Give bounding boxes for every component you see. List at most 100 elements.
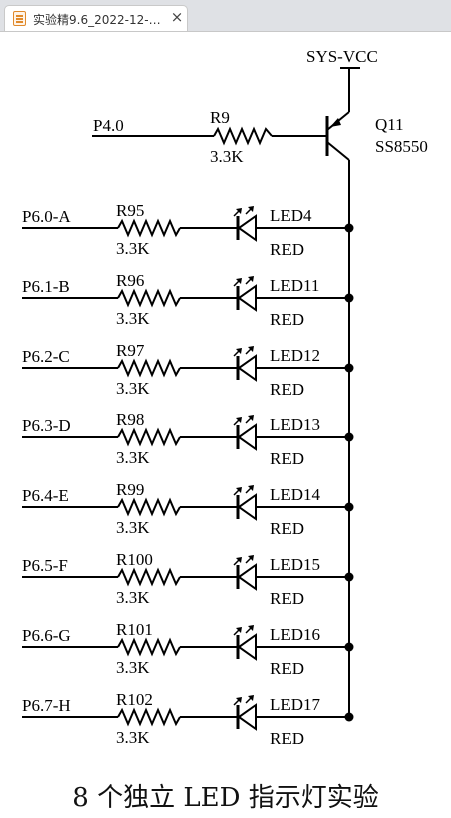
led-light-arrowhead	[236, 417, 242, 423]
input-pin-label: P4.0	[93, 116, 124, 135]
channel-resistor-ref: R100	[116, 550, 153, 569]
channel-pin-label: P6.6-G	[22, 626, 71, 645]
channel-led-color: RED	[270, 380, 304, 399]
channel-resistor-value: 3.3K	[116, 658, 150, 677]
bus-junction-dot	[344, 572, 354, 582]
led-light-arrowhead	[236, 697, 242, 703]
tab-title: 实验精9.6_2022-12-0...	[33, 13, 163, 27]
channel-resistor	[117, 358, 181, 378]
bus-junction-dot	[344, 502, 354, 512]
channel-resistor-ref: R96	[116, 271, 144, 290]
channel-led-ref: LED4	[270, 206, 312, 225]
channel-resistor-ref: R98	[116, 410, 144, 429]
bus-junction-dot	[344, 363, 354, 373]
r9-value: 3.3K	[210, 147, 244, 166]
led-light-arrowhead	[248, 485, 254, 491]
channel-resistor	[117, 218, 181, 238]
led-light-arrowhead	[248, 206, 254, 212]
led-diode-symbol	[237, 563, 257, 591]
led-light-arrowhead	[248, 346, 254, 352]
q11-collector	[326, 141, 350, 161]
led-light-arrowhead	[236, 627, 242, 633]
r9-ref: R9	[210, 108, 230, 127]
channel-led-color: RED	[270, 589, 304, 608]
channel-pin-label: P6.4-E	[22, 486, 69, 505]
channel-led-color: RED	[270, 310, 304, 329]
channel-led-ref: LED15	[270, 555, 320, 574]
channel-resistor	[117, 567, 181, 587]
led-light-arrowhead	[248, 695, 254, 701]
channel-resistor-value: 3.3K	[116, 239, 150, 258]
channel-led-color: RED	[270, 519, 304, 538]
led-diode-symbol	[237, 354, 257, 382]
led-diode-symbol	[237, 633, 257, 661]
bus-junction-dot	[344, 223, 354, 233]
bus-junction-dot	[344, 712, 354, 722]
led-diode-symbol	[237, 214, 257, 242]
tab-bar: 实验精9.6_2022-12-0... ×	[0, 0, 451, 32]
channel-resistor-ref: R102	[116, 690, 153, 709]
led-light-arrowhead	[236, 348, 242, 354]
close-icon[interactable]: ×	[170, 8, 184, 26]
led-light-arrowhead	[248, 625, 254, 631]
bus-junction-dot	[344, 293, 354, 303]
document-tab[interactable]: 实验精9.6_2022-12-0... ×	[4, 5, 188, 31]
channel-resistor-ref: R97	[116, 341, 145, 360]
channel-resistor-ref: R101	[116, 620, 153, 639]
q11-ref: Q11	[375, 115, 404, 134]
channel-pin-label: P6.5-F	[22, 556, 68, 575]
channel-led-color: RED	[270, 659, 304, 678]
channel-led-color: RED	[270, 240, 304, 259]
document-icon	[13, 11, 26, 26]
channel-resistor-value: 3.3K	[116, 379, 150, 398]
channel-pin-label: P6.7-H	[22, 696, 71, 715]
led-diode-symbol	[237, 493, 257, 521]
led-diode-symbol	[237, 703, 257, 731]
bus-junction-dot	[344, 432, 354, 442]
led-light-arrowhead	[248, 415, 254, 421]
q11-emitter-arrow	[330, 118, 341, 127]
led-schematic: SYS-VCC P4.0 R9 3.3K Q11 SS8550 P6.0-A R9…	[22, 47, 428, 748]
channel-led-ref: LED11	[270, 276, 319, 295]
channel-resistor-ref: R99	[116, 480, 144, 499]
channel-led-ref: LED14	[270, 485, 321, 504]
led-light-arrowhead	[236, 278, 242, 284]
channel-resistor	[117, 637, 181, 657]
q11-part: SS8550	[375, 137, 428, 156]
channel-led-color: RED	[270, 729, 304, 748]
led-light-arrowhead	[236, 208, 242, 214]
channel-led-ref: LED13	[270, 415, 320, 434]
channel-pin-label: P6.2-C	[22, 347, 70, 366]
channel-resistor	[117, 288, 181, 308]
channel-pin-label: P6.1-B	[22, 277, 70, 296]
channel-led-ref: LED16	[270, 625, 320, 644]
channel-pin-label: P6.3-D	[22, 416, 71, 435]
bus-junction-dot	[344, 642, 354, 652]
supply-label: SYS-VCC	[306, 47, 378, 66]
led-diode-symbol	[237, 423, 257, 451]
led-light-arrowhead	[236, 487, 242, 493]
channel-resistor	[117, 427, 181, 447]
channel-resistor	[117, 497, 181, 517]
channel-resistor	[117, 707, 181, 727]
led-light-arrowhead	[248, 276, 254, 282]
channel-led-ref: LED17	[270, 695, 321, 714]
channel-led-ref: LED12	[270, 346, 320, 365]
channel-resistor-value: 3.3K	[116, 309, 150, 328]
channel-resistor-value: 3.3K	[116, 448, 150, 467]
channel-resistor-value: 3.3K	[116, 728, 150, 747]
channel-resistor-ref: R95	[116, 201, 144, 220]
led-light-arrowhead	[248, 555, 254, 561]
channel-resistor-value: 3.3K	[116, 588, 150, 607]
channel-pin-label: P6.0-A	[22, 207, 71, 226]
led-diode-symbol	[237, 284, 257, 312]
r9-resistor	[213, 126, 273, 146]
